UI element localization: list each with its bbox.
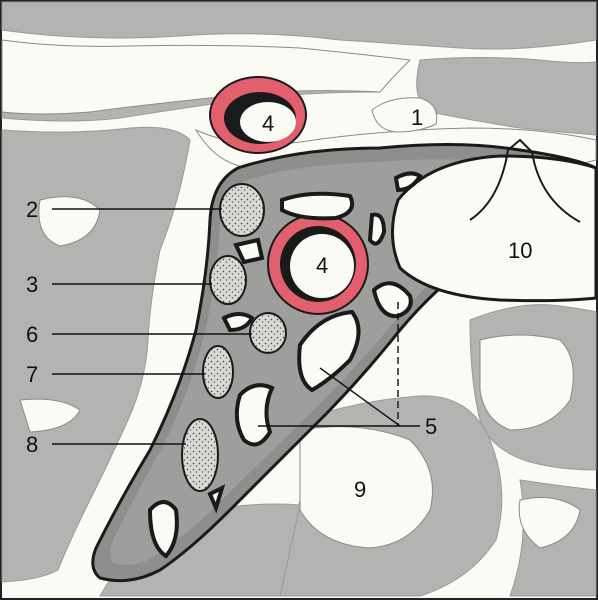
node-6 <box>250 313 286 353</box>
region-9 <box>300 427 433 548</box>
label-5: 5 <box>425 414 437 439</box>
label-2: 2 <box>26 197 38 222</box>
label-9: 9 <box>354 477 366 502</box>
label-4-upper: 4 <box>262 111 274 136</box>
label-3: 3 <box>26 272 38 297</box>
label-7: 7 <box>26 362 38 387</box>
artery-upper <box>210 77 306 153</box>
node-7 <box>203 346 233 398</box>
node-8 <box>182 419 218 491</box>
node-2 <box>220 184 264 236</box>
label-10: 10 <box>508 238 532 263</box>
organ-10 <box>392 156 596 301</box>
label-4-middle: 4 <box>316 253 328 278</box>
label-1: 1 <box>411 105 423 130</box>
label-6: 6 <box>26 322 38 347</box>
node-3 <box>210 256 246 304</box>
label-8: 8 <box>26 432 38 457</box>
